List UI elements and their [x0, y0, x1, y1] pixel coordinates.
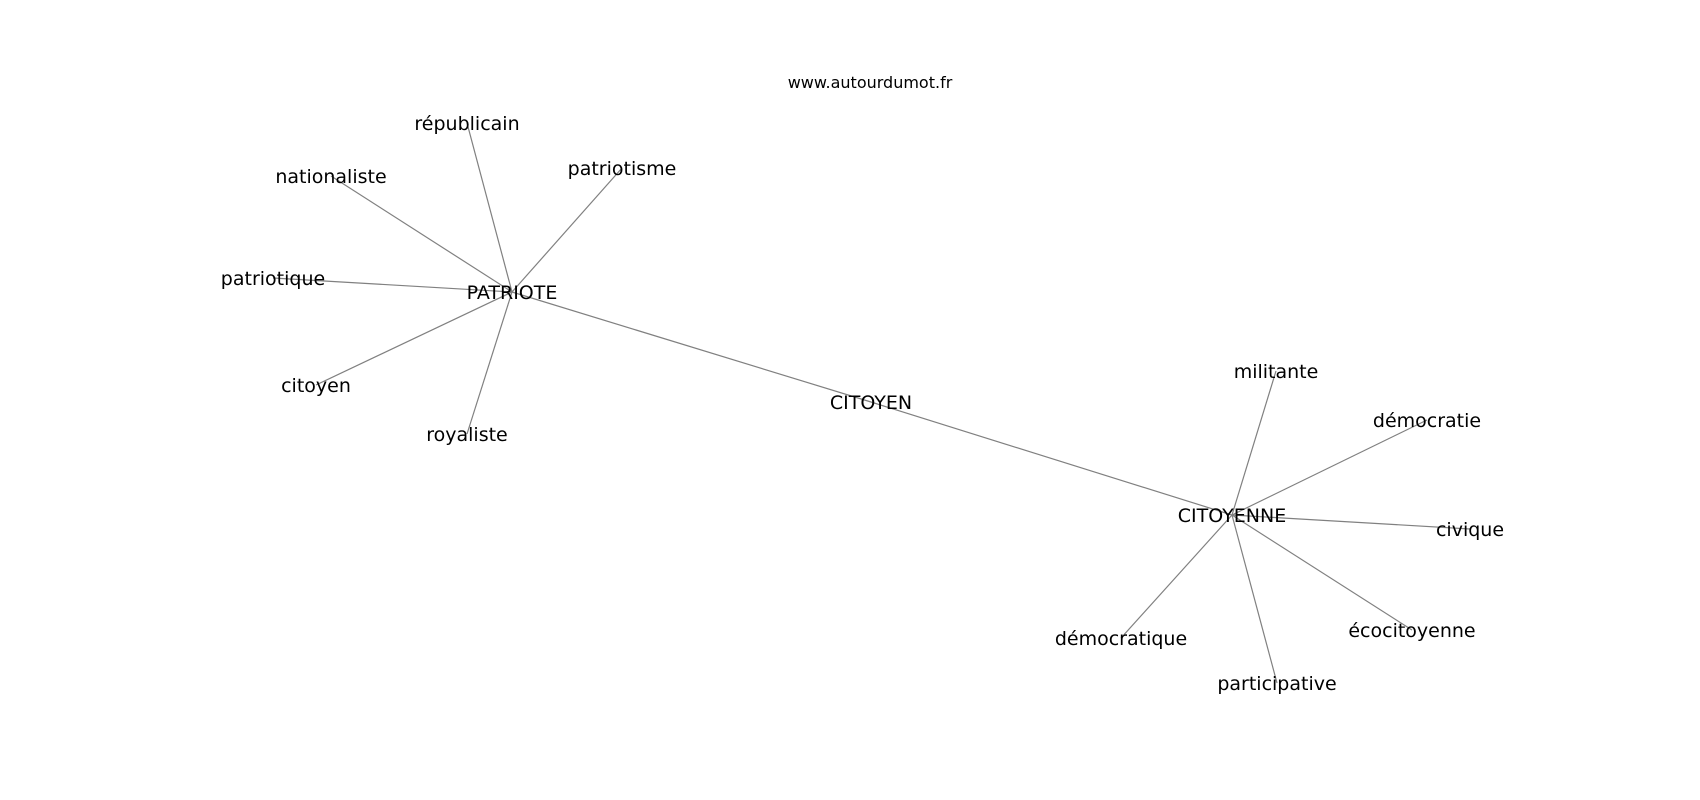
node-label-democratie: démocratie: [1373, 410, 1481, 432]
edge-patriote-nationaliste: [330, 175, 513, 293]
node-label-participative: participative: [1217, 673, 1336, 695]
edge-citoyen-patriote: [511, 291, 872, 403]
edge-citoyenne-democratie: [1231, 419, 1428, 516]
node-label-citoyenne: CITOYENNE: [1178, 505, 1286, 527]
node-label-patriotique: patriotique: [221, 268, 325, 290]
edge-patriote-patriotique: [272, 277, 513, 293]
nodes-layer: CITOYEN PATRIOTE CITOYENNE républicain natio…: [221, 113, 1504, 695]
edges-layer: [272, 122, 1471, 684]
edge-patriote-patriotisme: [511, 167, 623, 293]
node-label-citoyen: citoyen: [281, 375, 351, 397]
edge-citoyenne-ecocitoyenne: [1231, 514, 1413, 631]
node-label-republicain: républicain: [414, 113, 519, 135]
node-label-patriotisme: patriotisme: [568, 158, 677, 180]
node-label-civique: civique: [1436, 519, 1504, 541]
edge-patriote-citoyen: [315, 291, 513, 386]
node-label-citoyen: CITOYEN: [830, 392, 912, 414]
node-label-royaliste: royaliste: [426, 424, 508, 446]
node-label-nationaliste: nationaliste: [275, 166, 386, 188]
edge-citoyenne-participative: [1231, 514, 1278, 684]
edge-citoyenne-militante: [1231, 370, 1277, 516]
edge-citoyen-citoyenne: [870, 401, 1233, 516]
watermark-text: www.autourdumot.fr: [788, 73, 953, 92]
node-label-patriote: PATRIOTE: [467, 282, 558, 304]
node-label-ecocitoyenne: écocitoyenne: [1348, 620, 1475, 642]
edge-patriote-republicain: [466, 122, 513, 293]
edge-patriote-royaliste: [466, 291, 513, 435]
edge-citoyenne-democratique: [1120, 514, 1233, 639]
edge-citoyenne-civique: [1231, 514, 1471, 530]
node-label-democratique: démocratique: [1055, 628, 1187, 650]
node-label-militante: militante: [1234, 361, 1319, 383]
